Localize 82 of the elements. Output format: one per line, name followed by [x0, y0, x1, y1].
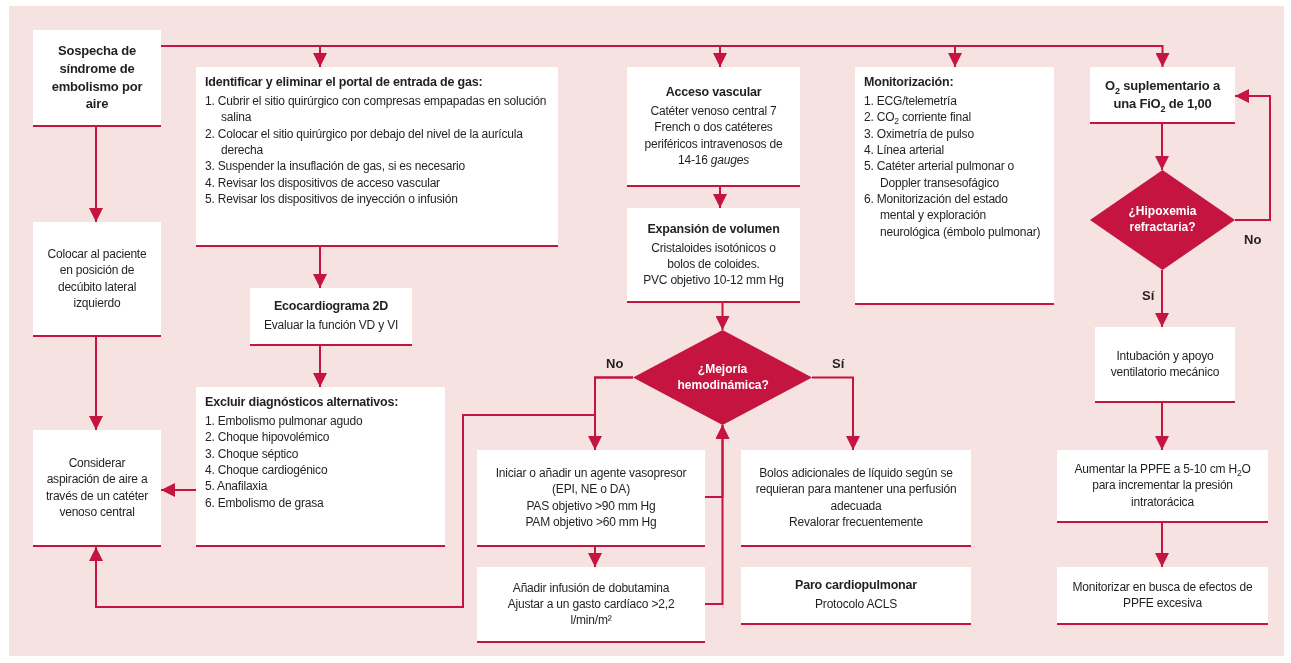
process-box — [1095, 327, 1235, 403]
list-item: 6. Embolismo de grasa — [205, 494, 325, 511]
process-box — [196, 387, 445, 547]
list-item: 3. Oximetría de pulso — [864, 125, 975, 142]
arrow — [704, 424, 730, 605]
box-text: PVC objetivo 10-12 mm Hg — [642, 272, 785, 289]
arrow — [1234, 89, 1271, 221]
process-box — [855, 67, 1054, 305]
process-box — [741, 450, 971, 547]
list-item: 4. Línea arterial — [864, 141, 945, 159]
list-item: 5. Revisar los dispositivos de inyección o infusión — [205, 190, 459, 208]
list-item: 4. Choque cardiogénico — [205, 461, 329, 479]
arrow — [1155, 402, 1169, 451]
list-item: 5. Anafilaxia — [205, 478, 269, 495]
box-text: O$_{2}$ suplementario a una FiO$_{2}$ de 1,00 — [1104, 76, 1222, 113]
box-heading: Monitorización: — [864, 74, 955, 91]
list-item: 3. Choque séptico — [205, 445, 300, 462]
arrow — [1155, 269, 1169, 328]
process-box — [627, 67, 800, 187]
box-text: Cristaloides isotónicos o bolos de coloides. — [650, 239, 777, 273]
box-heading: Paro cardiopulmonar — [794, 577, 918, 595]
box-text: Aumentar la PPFE a 5-10 cm H$_{2}$O para incrementar la presión intratorácica — [1073, 461, 1252, 510]
edge-label: No — [604, 356, 626, 371]
box-text: PAS objetivo >90 mm Hg — [525, 497, 657, 514]
list-item: 1. ECG/telemetría — [864, 93, 958, 110]
box-heading: Acceso vascular — [664, 83, 763, 101]
list-item: 4. Revisar los dispositivos de acceso vascular — [205, 174, 441, 191]
list-item: 5. Catéter arterial pulmonar o Doppler transesofágico — [864, 158, 1016, 191]
box-text: Protocolo ACLS — [814, 596, 898, 613]
box-text: Revalorar frecuentemente — [788, 513, 924, 531]
box-text: Ajustar a un gasto cardíaco >2,2 l/min/m² — [506, 595, 676, 629]
decision-question: ¿Hipoxemia refractaria? — [1127, 204, 1198, 236]
list-item: 2. Colocar el sitio quirúrgico por debajo del nivel de la aurícula derecha — [205, 125, 524, 159]
process-box — [250, 288, 412, 346]
list-item: 6. Monitorización del estado mental y exploración neurológica (émbolo pulmonar) — [864, 190, 1042, 240]
list-item: 1. Cubrir el sitio quirúrgico con compresas empapadas en solución salina — [205, 93, 548, 126]
box-text: Bolos adicionales de líquido según se requieran para mantener una perfusión adecuada — [754, 464, 958, 514]
box-heading: Ecocardiograma 2D — [273, 298, 389, 316]
edge-label: Sí — [830, 356, 847, 371]
process-box — [627, 208, 800, 303]
edge-label: Sí — [1140, 288, 1157, 303]
list-item: 3. Suspender la insuflación de gas, si es necesario — [205, 158, 466, 175]
arrow — [713, 186, 727, 209]
box-text: Colocar al paciente en posición de decúbito lateral izquierdo — [46, 245, 148, 312]
process-box — [33, 222, 161, 337]
box-text: Catéter venoso central 7 French o dos catéteres periféricos intravenosos de 14-16 gauges — [643, 102, 784, 169]
process-box — [741, 567, 971, 625]
box-text: Sospecha de síndrome de embolismo por aire — [50, 42, 144, 113]
box-text: Intubación y apoyo ventilatorio mecánico — [1109, 347, 1221, 381]
process-box — [1057, 567, 1268, 625]
box-text: Considerar aspiración de aire a través de un catéter venoso central — [44, 454, 150, 521]
box-text: Añadir infusión de dobutamina — [511, 579, 671, 596]
box-text: Monitorizar en busca de efectos de PPFE excesiva — [1071, 578, 1254, 612]
arrow — [160, 483, 197, 497]
arrow — [715, 302, 730, 331]
process-box — [1057, 450, 1268, 523]
arrow — [89, 126, 103, 223]
arrow — [811, 376, 860, 451]
box-text: PAM objetivo >60 mm Hg — [524, 513, 658, 531]
arrow — [313, 345, 327, 388]
list-item: 1. Embolismo pulmonar agudo — [205, 413, 364, 430]
list-item: 2. Choque hipovolémico — [205, 429, 331, 446]
box-heading: Expansión de volumen — [646, 220, 781, 238]
arrow — [313, 246, 327, 289]
box-text: Iniciar o añadir un agente vasopresor (EPI, NE o DA) — [494, 464, 688, 498]
process-box — [33, 430, 161, 547]
process-box — [33, 30, 161, 127]
arrow — [89, 376, 634, 608]
process-box — [477, 567, 705, 643]
arrow — [588, 546, 602, 568]
box-heading: Identificar y eliminar el portal de entrada de gas: — [205, 74, 484, 91]
process-box — [477, 450, 705, 547]
arrow — [1155, 522, 1169, 568]
list-item: 2. CO$_{2}$ corriente final — [864, 109, 972, 126]
arrow — [1155, 123, 1169, 171]
box-heading: Excluir diagnósticos alternativos: — [205, 394, 400, 411]
process-box — [196, 67, 558, 247]
edge-label: No — [1242, 232, 1264, 247]
process-box — [1090, 67, 1235, 124]
arrow — [89, 336, 103, 431]
box-text: Evaluar la función VD y VI — [262, 317, 400, 334]
decision-question: ¿Mejoría hemodinámica? — [677, 361, 768, 394]
